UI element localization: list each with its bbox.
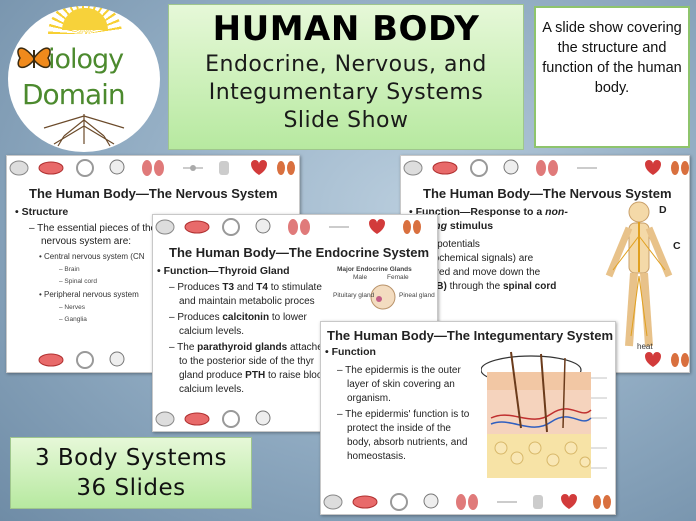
text-line: calcium levels. — [179, 384, 245, 395]
text-line: to the posterior side of the thyr — [179, 356, 315, 367]
text-line: ectrochemical signals) are — [417, 253, 534, 264]
page-title: HUMAN BODY — [212, 9, 480, 49]
sun-icon — [62, 8, 108, 30]
glands-title: Major Endocrine Glands — [337, 266, 412, 273]
text-line: layer of skin covering an — [347, 379, 455, 390]
text-bold: T4 — [256, 282, 268, 293]
heading-text: Function — [331, 346, 376, 358]
text-line: body, absorb nutrients, and — [347, 437, 468, 448]
text-plain: to stimulate — [270, 282, 322, 293]
heading-text: stimulus — [449, 220, 494, 232]
text-line: – Spinal cord — [59, 278, 97, 285]
text-plain: to lower — [271, 312, 307, 323]
nervous-system-figure — [605, 201, 673, 347]
text-bold: T3 — [222, 282, 235, 293]
summary-box: 3 Body Systems 36 Slides — [10, 437, 252, 509]
text-bold: calcitonin — [222, 312, 270, 323]
text-bold: parathyroid glands — [197, 342, 288, 353]
text-line: – Produces T3 and T4 to stimulate — [169, 281, 322, 294]
slide-heading: • Function—Thyroid Gland — [157, 265, 290, 277]
heading-text-italic: non- — [545, 206, 568, 218]
text-line: gland produce PTH to raise bloo — [179, 369, 322, 382]
text-plain: and — [236, 282, 254, 293]
kidneys-icon — [277, 161, 295, 175]
text-line: ve (B) through the spinal cord — [419, 280, 556, 293]
text-line: – Ganglia — [59, 316, 87, 323]
text-line: • Central nervous system (CN — [39, 252, 145, 261]
brain-icon — [9, 160, 29, 176]
summary-slides: 36 Slides — [76, 475, 186, 501]
heading-text: Structure — [21, 206, 69, 218]
lungs-icon — [142, 160, 164, 176]
heading-text: Function—Thyroid Gland — [163, 265, 290, 277]
text-plain: through the — [449, 281, 501, 292]
heart-icon — [251, 160, 267, 175]
skin-cross-section-figure — [481, 351, 607, 478]
text-line: organism. — [347, 393, 391, 404]
text-line: – The essential pieces of the — [29, 223, 157, 234]
text-line: nervous system are: — [41, 236, 132, 247]
figure-label-heat: heat — [637, 342, 653, 351]
pineal-label: Pineal gland — [399, 292, 435, 299]
text-plain: – Produces — [169, 282, 220, 293]
organ-icon-row-bottom — [323, 493, 611, 511]
slide-integumentary: The Human Body—The Integumentary System … — [320, 321, 616, 515]
slide-endocrine: The Human Body—The Endocrine System • Fu… — [152, 214, 438, 432]
text-bold: PTH — [245, 370, 266, 381]
text-line: – The epidermis' function is to — [337, 409, 470, 420]
hand-icon — [219, 161, 229, 175]
text-line: and maintain metabolic proces — [179, 296, 315, 307]
glands-male-label: Male — [353, 274, 368, 281]
description-box: A slide show covering the structure and … — [534, 6, 690, 148]
heading-text: Function—Response to a — [415, 206, 543, 218]
logo-text-line2: Domain — [22, 78, 126, 111]
figure-label-d: D — [659, 204, 667, 216]
text-line: – Produces calcitonin to lower — [169, 311, 307, 324]
text-line: protect the inside of the — [347, 423, 451, 434]
slide-title: The Human Body—The Nervous System — [423, 186, 672, 201]
text-bold: spinal cord — [502, 281, 557, 292]
text-line: ggered and move down the — [419, 267, 541, 278]
text-line: ion potentials — [421, 239, 480, 250]
text-line: – The epidermis is the outer — [337, 365, 461, 376]
page-subtitle: Endocrine, Nervous, and Integumentary Sy… — [205, 52, 487, 133]
slide-title: The Human Body—The Endocrine System — [169, 245, 430, 260]
slide-heading: • Structure — [15, 206, 69, 218]
text-line: • Peripheral nervous system — [39, 290, 139, 299]
text-line: – The parathyroid glands attache — [169, 341, 323, 354]
slide-heading: • Function—Response to a non- — [409, 206, 568, 218]
organ-icon-row-bottom — [38, 351, 125, 369]
roots-icon — [43, 114, 125, 147]
text-line: homeostasis. — [347, 451, 406, 462]
text-line: calcium levels. — [179, 326, 245, 337]
organ-icon-row-top — [9, 159, 295, 177]
slide-title: The Human Body—The Integumentary System — [327, 328, 614, 343]
neuron-icon — [183, 165, 203, 171]
text-plain: – The — [169, 342, 195, 353]
logo-text-line1: iology — [48, 44, 124, 75]
biology-domain-logo: iology Domain — [8, 6, 160, 152]
organ-icon-row-bottom — [645, 352, 689, 367]
organ-icon-row-bottom — [155, 410, 271, 428]
text-plain: attache — [289, 342, 323, 353]
title-banner: HUMAN BODY Endocrine, Nervous, and Integ… — [168, 4, 524, 150]
text-line: – Nerves — [59, 304, 86, 311]
slide-heading: • Function — [325, 346, 376, 358]
summary-systems: 3 Body Systems — [34, 445, 228, 471]
skull-icon — [109, 159, 125, 175]
intestine-icon — [76, 159, 94, 177]
figure-label-c: C — [673, 240, 681, 252]
text-plain: – Produces — [169, 312, 220, 323]
text-line: – Brain — [59, 266, 80, 273]
butterfly-icon — [17, 47, 51, 69]
slide-title: The Human Body—The Nervous System — [29, 186, 278, 201]
organ-icon-row-top — [403, 159, 689, 177]
text-plain: to raise bloo — [267, 370, 323, 381]
endocrine-head-figure — [370, 284, 396, 310]
organ-icon-row-top — [155, 218, 421, 236]
muscle-icon — [38, 161, 64, 175]
pituitary-label: Pituitary gland — [333, 292, 375, 299]
text-plain: gland produce — [179, 370, 243, 381]
glands-female-label: Female — [387, 274, 409, 281]
